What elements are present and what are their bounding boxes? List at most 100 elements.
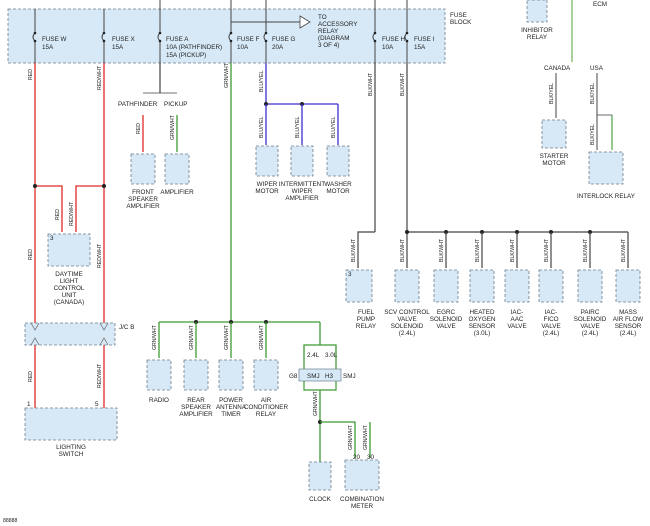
wire-label-blu-yel-wiper: BLU/YEL (259, 117, 265, 138)
clock-box (308, 461, 332, 491)
interlock-relay-box (588, 151, 624, 185)
jc-b-label: J/C B (119, 324, 134, 331)
red-wire-branch (35, 185, 63, 232)
engine-control-circuit: BLK/WHT BLK/WHT BLK/WHT BLK/WHT BLK/WHT … (345, 63, 643, 337)
amplifier-label: AMPLIFIER (160, 189, 194, 196)
daytime-label-5: (CANADA) (54, 299, 84, 306)
lighting-circuit: RED RED/WHT RED RED/WHT 3 DAYTIME LIGHT … (24, 63, 134, 458)
daytime-label-4: UNIT (62, 292, 77, 299)
iac-fico-valve-box (538, 269, 564, 303)
daytime-light-control-unit-box (47, 233, 91, 267)
wire-label-blk-wht-o2: BLK/WHT (475, 238, 481, 262)
wire-label-grn-wht-meter-2: GRN/WHT (363, 424, 369, 450)
wiper-circuit: BLU/YEL BLU/YEL BLU/YEL BLU/YEL WIPER MO… (255, 63, 352, 202)
wire-label-red-2: RED (55, 209, 61, 220)
scv-label-4: (2.4L) (399, 330, 415, 337)
wire-label-blk-yel-canada: BLK/YEL (549, 83, 555, 104)
intermittent-label-2: WIPER (292, 188, 313, 195)
meter-green-wire (320, 421, 356, 458)
lighting-switch-label-2: SWITCH (59, 451, 84, 458)
intermittent-label-1: INTERMITTENT (279, 181, 325, 188)
wire-label-blk-wht-i: BLK/WHT (400, 72, 406, 96)
accessory-relay-reference: TO ACCESSORY RELAY (DIAGRAM 3 OF 4) (231, 14, 358, 49)
wire-label-red-5: RED (136, 123, 142, 134)
front-speaker-amplifier-label-1: FRONT (132, 189, 154, 196)
egrc-label-3: VALVE (436, 323, 455, 330)
radio-box (146, 359, 172, 391)
maf-label-3: SENSOR (615, 323, 642, 330)
wire-label-blu-yel-trunk: BLU/YEL (259, 71, 265, 92)
accessory-relay-label-2: ACCESSORY (318, 21, 358, 28)
fuse-block-box (7, 8, 446, 64)
pairc-label-1: PAIRC (581, 309, 600, 316)
air-conditioner-relay-label-1: AIR (261, 397, 272, 404)
wire-label-grn-wht-ac: GRN/WHT (259, 324, 265, 350)
fuse-a-rating-2: 15A (PICKUP) (166, 52, 206, 59)
intermittent-wiper-amplifier-box (290, 145, 314, 177)
wire-label-blk-wht-scv: BLK/WHT (400, 238, 406, 262)
top-right-section: INHIBITOR RELAY ECM CANADA USA BLK/YEL B… (521, 0, 636, 200)
pathfinder-label: PATHFINDER (118, 101, 158, 108)
pin-3-fuel: 3 (348, 271, 352, 278)
pickup-label: PICKUP (164, 101, 187, 108)
fico-label-4: (2.4L) (543, 330, 559, 337)
wire-label-blk-yel-interlock: BLK/YEL (590, 124, 596, 145)
pin-1-lighting: 1 (27, 401, 31, 408)
maf-label-4: (2.4L) (620, 330, 636, 337)
starter-motor-label-2: MOTOR (542, 160, 566, 167)
combination-meter-label-1: COMBINATION (340, 496, 384, 503)
label-3-0l: 3.0L (325, 352, 338, 359)
wiper-motor-box (255, 145, 279, 177)
aac-label-3: VALVE (507, 323, 526, 330)
pin-5-lighting: 5 (95, 401, 99, 408)
rear-speaker-amplifier-label-1: REAR (187, 397, 205, 404)
fuse-block-label-2: BLOCK (450, 19, 472, 26)
jc-b-box (24, 322, 116, 346)
combination-meter-label-2: METER (351, 503, 373, 510)
pairc-label-4: (2.4L) (582, 330, 598, 337)
wire-label-blu-yel-washer: BLU/YEL (331, 117, 337, 138)
fuse-h-name: FUSE H (382, 36, 406, 43)
accessory-relay-label-5: 3 OF 4) (318, 42, 339, 49)
scv-label-2: VALVE (397, 316, 416, 323)
fuel-pump-relay-label-2: PUMP (357, 316, 375, 323)
lighting-switch-box (24, 407, 118, 441)
daytime-label-3: CONTROL (54, 285, 85, 292)
inhibitor-relay-label-1: INHIBITOR (521, 27, 553, 34)
fuse-g: FUSE G 20A (263, 0, 296, 63)
lighting-switch-label-1: LIGHTING (56, 444, 86, 451)
starter-motor-label-1: STARTER (540, 153, 569, 160)
canada-label: CANADA (544, 65, 571, 72)
ecm-label: ECM (593, 1, 607, 8)
accessory-relay-label-1: TO (318, 14, 327, 21)
interlock-relay-label: INTERLOCK RELAY (577, 193, 636, 200)
front-speaker-amplifier-label-2: SPEAKER (128, 196, 158, 203)
oxygen-label-4: (3.0L) (474, 330, 490, 337)
fico-label-1: IAC- (545, 309, 558, 316)
fuse-f-name: FUSE F (237, 36, 260, 43)
air-conditioner-relay-label-3: RELAY (256, 411, 277, 418)
fuse-i-rating: 15A (414, 44, 426, 51)
wire-label-grn-wht-clock: GRN/WHT (313, 390, 319, 416)
wire-label-grn-wht-radio: GRN/WHT (152, 324, 158, 350)
fuse-h: FUSE H 10A (372, 0, 406, 63)
washer-motor-label-1: WASHER (324, 181, 352, 188)
pin-3-daytime: 3 (50, 235, 54, 242)
pairc-label-3: VALVE (580, 323, 599, 330)
power-antenna-timer-label-3: TIMER (221, 411, 241, 418)
washer-motor-label-2: MOTOR (326, 188, 350, 195)
fuse-a-name: FUSE A (166, 36, 189, 43)
fuel-pump-wire (357, 231, 375, 268)
wiper-motor-label-2: MOTOR (255, 188, 279, 195)
fuse-g-name: FUSE G (272, 36, 296, 43)
diagram-code: 88888 (3, 518, 18, 524)
scv-label-3: SOLENOID (391, 323, 424, 330)
fuse-i-name: FUSE I (414, 36, 435, 43)
pin-20-meter: 20 (353, 454, 361, 461)
fuse-a: FUSE A 10A (PATHFINDER) 15A (PICKUP) (157, 0, 222, 63)
wiper-motor-label-1: WIPER (257, 181, 278, 188)
daytime-label-1: DAYTIME (55, 271, 83, 278)
speaker-amp-circuit: PATHFINDER PICKUP RED GRN/WHT FRONT SPEA… (118, 63, 194, 210)
heated-oxygen-sensor-box (469, 269, 495, 303)
wire-label-blk-wht-h: BLK/WHT (368, 72, 374, 96)
